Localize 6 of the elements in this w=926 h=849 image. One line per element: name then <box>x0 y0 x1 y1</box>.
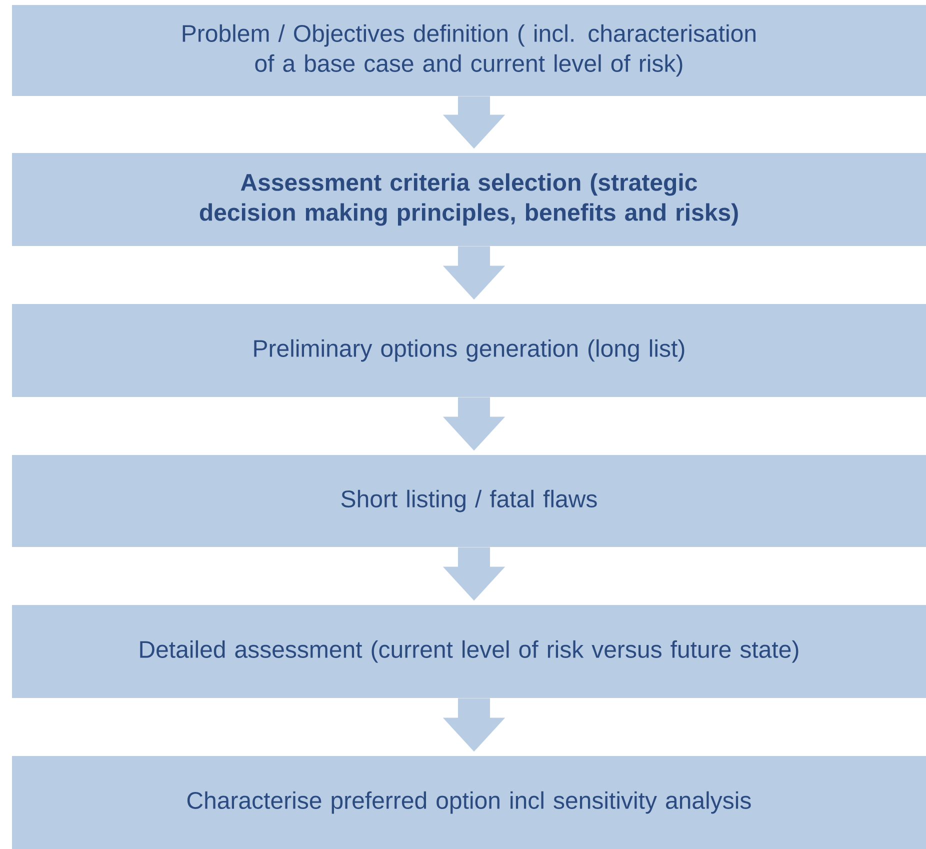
process-box: Detailed assessment (current level of risk versus future state) <box>12 605 926 698</box>
process-box: Preliminary options generation (long list) <box>12 304 926 397</box>
process-box: Problem / Objectives definition ( incl. characterisation of a base case and current level of risk) <box>12 5 926 96</box>
process-box: Short listing / fatal flaws <box>12 455 926 547</box>
process-box: Characterise preferred option incl sensitivity analysis <box>12 756 926 849</box>
process-box: Assessment criteria selection (strategic decision making principles, benefits and risks) <box>12 153 926 246</box>
